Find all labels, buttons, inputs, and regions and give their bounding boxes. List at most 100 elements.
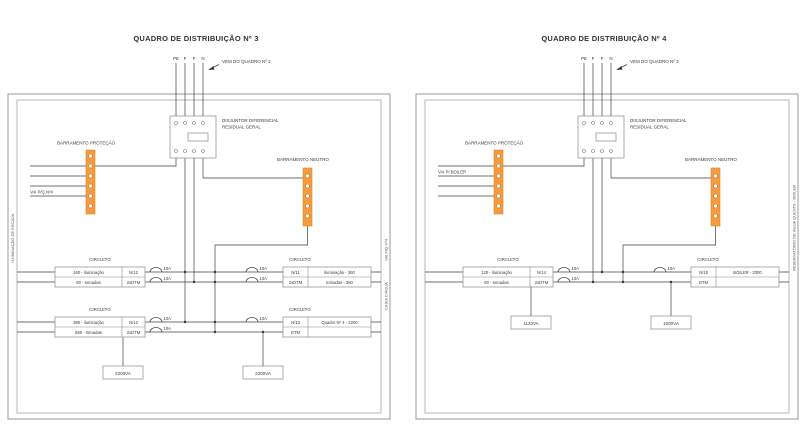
junction-dot — [621, 280, 625, 284]
junction-dots — [591, 270, 673, 284]
side-label-right-top: VAI P/Q.Nº4 — [384, 238, 389, 261]
circuit-table-g1-right: N/11 iluminação - 360 2xDTM tomadas - 36… — [282, 266, 372, 288]
dr-terminal — [201, 149, 205, 153]
protection-busbar-label: BARRAMENTO PROTEÇÃO — [57, 140, 116, 146]
breaker-symbol — [245, 317, 259, 323]
neutral-drop-wire — [214, 226, 308, 332]
dr-terminal — [591, 121, 595, 125]
dr-terminal — [582, 149, 586, 153]
feeder-label-pe: PE — [173, 56, 179, 61]
breaker-symbol — [557, 267, 571, 273]
circuit-header-right-2: CIRCUITO — [289, 307, 311, 312]
bus-terminal — [496, 193, 501, 199]
neutral-wire — [610, 152, 711, 179]
cell-spec: 2xDTM — [289, 280, 303, 285]
dr-label-line2: RESIDUAL GERAL — [222, 125, 261, 130]
dr-terminal — [183, 121, 187, 125]
dr-terminal — [600, 121, 604, 125]
cell-load: 120 - iluminação — [481, 270, 512, 275]
bus-terminal — [305, 173, 310, 179]
cell-load: Quadro Nº 4 - 2200 — [321, 320, 358, 325]
dr-terminal — [174, 121, 178, 125]
dr-terminal — [609, 149, 613, 153]
breaker-rating: 10A — [164, 316, 172, 321]
bus-terminal — [496, 173, 501, 179]
bus-terminal — [88, 183, 93, 189]
va-label-left: 2200VA — [115, 371, 131, 376]
cell-spec: N/11 — [291, 270, 300, 275]
va-label-right: 2200VA — [255, 371, 271, 376]
junction-dot — [600, 270, 604, 274]
feeder-label-f2: F — [193, 56, 196, 61]
bus-terminal — [713, 173, 718, 179]
protection-busbar-bar — [85, 149, 96, 215]
circuit-header-left-2: CIRCUITO — [89, 307, 111, 312]
protection-busbar-label: BARRAMENTO PROTEÇÃO — [465, 140, 524, 146]
breaker-symbol — [245, 277, 259, 283]
va-label-left: 1120VA — [523, 321, 538, 326]
breaker-symbol — [149, 267, 163, 273]
bus-terminal — [496, 153, 501, 159]
dr-terminal — [174, 149, 178, 153]
junction-dot — [183, 270, 187, 274]
bus-terminal — [88, 163, 93, 169]
breaker-rating: 10A — [668, 266, 676, 271]
junction-dot — [213, 320, 217, 324]
junction-dot — [213, 280, 217, 284]
neutral-wire — [202, 152, 303, 179]
incoming-feeders: PE F F N VEM DO QUADRO Nº 3 — [581, 56, 679, 121]
dr-terminal — [582, 121, 586, 125]
breaker-symbol — [245, 267, 259, 273]
incoming-source-label: VEM DO QUADRO Nº 2 — [222, 59, 271, 64]
outer-frame — [415, 93, 799, 420]
panel-quadro-4: QUADRO DE DISTRIBUIÇÃO Nº 4 PE F F N VEM… — [415, 34, 799, 420]
bus-terminal — [305, 203, 310, 209]
junction-dot — [213, 270, 217, 274]
va-box-right — [650, 315, 692, 330]
cell-spec: N/12 — [129, 270, 139, 275]
bus-terminal — [88, 153, 93, 159]
feeder-label-f1: F — [592, 56, 595, 61]
neutral-busbar — [302, 167, 313, 227]
dr-label-line1: DISJUNTOR DIFERENCIAL — [222, 118, 279, 123]
circuit-table-g1-left: 160 - iluminação N/12 80 - tomadas 2xDTM — [54, 266, 146, 288]
dr-terminal — [591, 149, 595, 153]
bus-terminal — [305, 193, 310, 199]
breaker-symbol — [653, 267, 667, 273]
bus-terminal — [305, 183, 310, 189]
panel-title: QUADRO DE DISTRIBUIÇÃO Nº 4 — [541, 34, 667, 43]
circuit-table-g2-right: N/13 Quadro Nº 4 - 2200 DTM — [282, 316, 372, 338]
va-box-left — [102, 365, 144, 380]
breaker-rating: 10A — [164, 276, 172, 281]
va-box-right — [242, 365, 284, 380]
protection-busbar — [85, 149, 96, 215]
cell-load: BOILER - 2000 — [733, 270, 762, 275]
cell-load: 80 - tomadas — [484, 280, 508, 285]
protection-busbar — [493, 149, 504, 215]
cell-spec: N/12 — [129, 320, 139, 325]
cell-load: iluminação - 360 — [324, 270, 355, 275]
junction-dot — [669, 280, 673, 284]
cell-spec: 2xDTM — [127, 280, 141, 285]
bus-terminal — [88, 173, 93, 179]
feeder-label-n: N — [609, 56, 612, 61]
cell-load: 550 - tomadas — [75, 330, 102, 335]
dr-label-line1: DISJUNTOR DIFERENCIAL — [630, 118, 687, 123]
dr-terminal — [183, 149, 187, 153]
cell-spec: 2xDTM — [535, 280, 549, 285]
bus-terminal — [88, 193, 93, 199]
side-label-left: ILUMINAÇÃO DE ESCADA — [10, 213, 15, 262]
inner-frame — [16, 99, 382, 414]
neutral-busbar-label: BARRAMENTO NEUTRO — [685, 157, 737, 162]
breaker-symbol — [149, 327, 163, 333]
breaker-rating: 10A — [260, 316, 268, 321]
outer-frame — [7, 93, 391, 420]
neutral-busbar-label: BARRAMENTO NEUTRO — [277, 157, 329, 162]
cell-load: tomadas - 360 — [326, 280, 353, 285]
breaker-symbol — [557, 277, 571, 283]
bus-terminal — [713, 213, 718, 219]
neutral-drop-wire — [622, 226, 716, 282]
cell-load: 80 - tomadas — [76, 280, 100, 285]
bus-terminal — [88, 203, 93, 209]
bus-terminal — [496, 163, 501, 169]
